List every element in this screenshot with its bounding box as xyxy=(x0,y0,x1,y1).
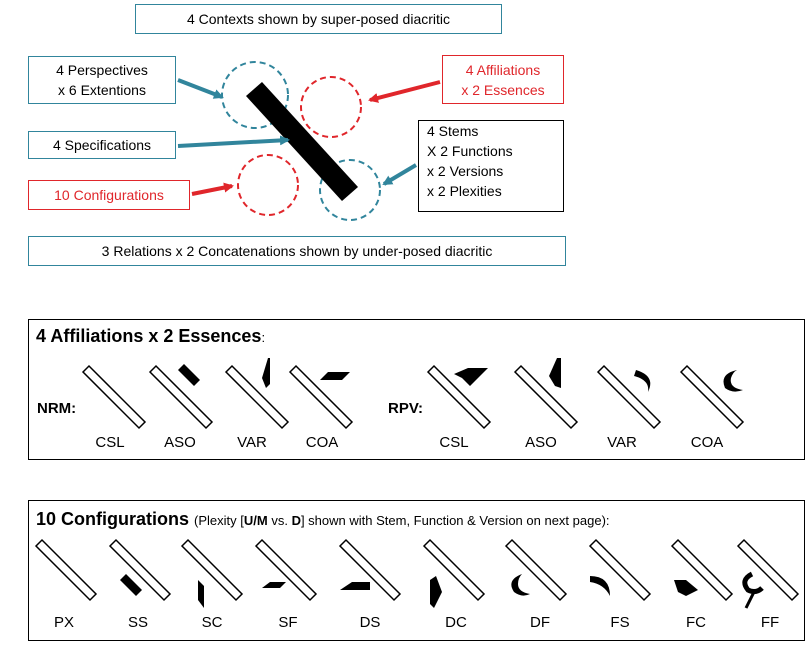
df-glyph xyxy=(504,538,568,602)
rpv-label: RPV: xyxy=(388,400,424,417)
affiliations-line-2: x 2 Essences xyxy=(461,81,545,98)
sf-label: SF xyxy=(278,614,298,631)
note-prefix: (Plexity [ xyxy=(194,513,244,528)
stem-circle xyxy=(319,159,381,221)
ds-label: DS xyxy=(359,614,381,631)
dc-label: DC xyxy=(445,614,467,631)
affiliation-circle xyxy=(300,76,362,138)
configurations-panel-title: 10 Configurations (Plexity [U/M vs. D] s… xyxy=(36,509,610,530)
affiliations-title-colon: : xyxy=(261,330,266,345)
stems-line-2: X 2 Functions xyxy=(427,143,513,159)
ss-glyph xyxy=(108,538,172,602)
configurations-title-text: 10 Configurations xyxy=(36,509,190,529)
rpv-var-glyph xyxy=(596,364,662,430)
px-glyph xyxy=(34,538,98,602)
nrm-csl-glyph xyxy=(81,364,147,430)
nrm-var-label: VAR xyxy=(237,434,267,451)
nrm-csl-label: CSL xyxy=(95,434,125,451)
note-d: D xyxy=(291,513,301,528)
affiliations-label: 4 Affiliations x 2 Essences xyxy=(442,55,564,104)
stems-label: 4 Stems X 2 Functions x 2 Versions x 2 P… xyxy=(418,120,564,212)
affiliations-title-text: 4 Affiliations x 2 Essences xyxy=(36,326,262,346)
note-vs: vs. xyxy=(267,513,292,528)
perspectives-line-2: x 6 Extentions xyxy=(58,82,146,98)
note-suffix: ] shown with Stem, Function & Version on… xyxy=(300,513,610,528)
rpv-coa-label: COA xyxy=(690,434,724,451)
dc-glyph xyxy=(422,538,486,608)
sf-glyph xyxy=(254,538,318,602)
nrm-coa-glyph xyxy=(288,364,354,430)
specifications-arrow xyxy=(177,135,290,148)
stems-line-3: x 2 Versions xyxy=(427,163,504,179)
sc-label: SC xyxy=(201,614,223,631)
diacritic-diagram xyxy=(177,61,441,221)
stems-arrow xyxy=(382,163,418,186)
configurations-panel xyxy=(28,500,805,641)
px-label: PX xyxy=(53,614,74,631)
rpv-var-label: VAR xyxy=(607,434,637,451)
affiliations-panel xyxy=(28,319,805,460)
perspectives-line-1: 4 Perspectives xyxy=(56,62,148,78)
fc-label: FC xyxy=(686,614,706,631)
rpv-aso-glyph xyxy=(513,358,579,430)
rpv-aso-label: ASO xyxy=(525,434,557,451)
perspectives-label: 4 Perspectives x 6 Extentions xyxy=(28,56,176,104)
nrm-coa-label: COA xyxy=(305,434,339,451)
nrm-label: NRM: xyxy=(37,400,77,417)
fs-label: FS xyxy=(610,614,630,631)
configurations-title-note: (Plexity [U/M vs. D] shown with Stem, Fu… xyxy=(194,513,609,528)
rpv-csl-glyph xyxy=(426,364,492,430)
ff-label: FF xyxy=(760,614,780,631)
contexts-label: 4 Contexts shown by super-posed diacriti… xyxy=(135,4,502,34)
affiliations-panel-title: 4 Affiliations x 2 Essences: xyxy=(36,326,265,347)
configurations-arrow xyxy=(191,182,234,196)
configuration-circle xyxy=(237,154,299,216)
sc-glyph xyxy=(180,538,244,608)
fs-glyph xyxy=(588,538,652,602)
affiliations-line-1: 4 Affiliations xyxy=(465,61,541,78)
perspectives-arrow xyxy=(177,78,224,99)
fc-glyph xyxy=(670,538,734,602)
rpv-coa-glyph xyxy=(679,364,745,430)
relations-label: 3 Relations x 2 Concatenations shown by … xyxy=(28,236,566,266)
core-slash xyxy=(246,82,358,201)
ds-glyph xyxy=(338,538,402,602)
nrm-aso-glyph xyxy=(148,364,214,430)
note-um: U/M xyxy=(243,513,268,528)
ff-glyph xyxy=(736,538,800,609)
affiliations-arrow xyxy=(368,80,441,103)
nrm-var-glyph xyxy=(224,358,290,430)
ss-label: SS xyxy=(127,614,148,631)
stems-line-4: x 2 Plexities xyxy=(427,183,502,199)
stems-line-1: 4 Stems xyxy=(427,123,479,139)
specifications-label: 4 Specifications xyxy=(28,131,176,159)
configurations-label: 10 Configurations xyxy=(28,180,190,210)
rpv-csl-label: CSL xyxy=(439,434,469,451)
df-label: DF xyxy=(530,614,550,631)
nrm-aso-label: ASO xyxy=(164,434,196,451)
